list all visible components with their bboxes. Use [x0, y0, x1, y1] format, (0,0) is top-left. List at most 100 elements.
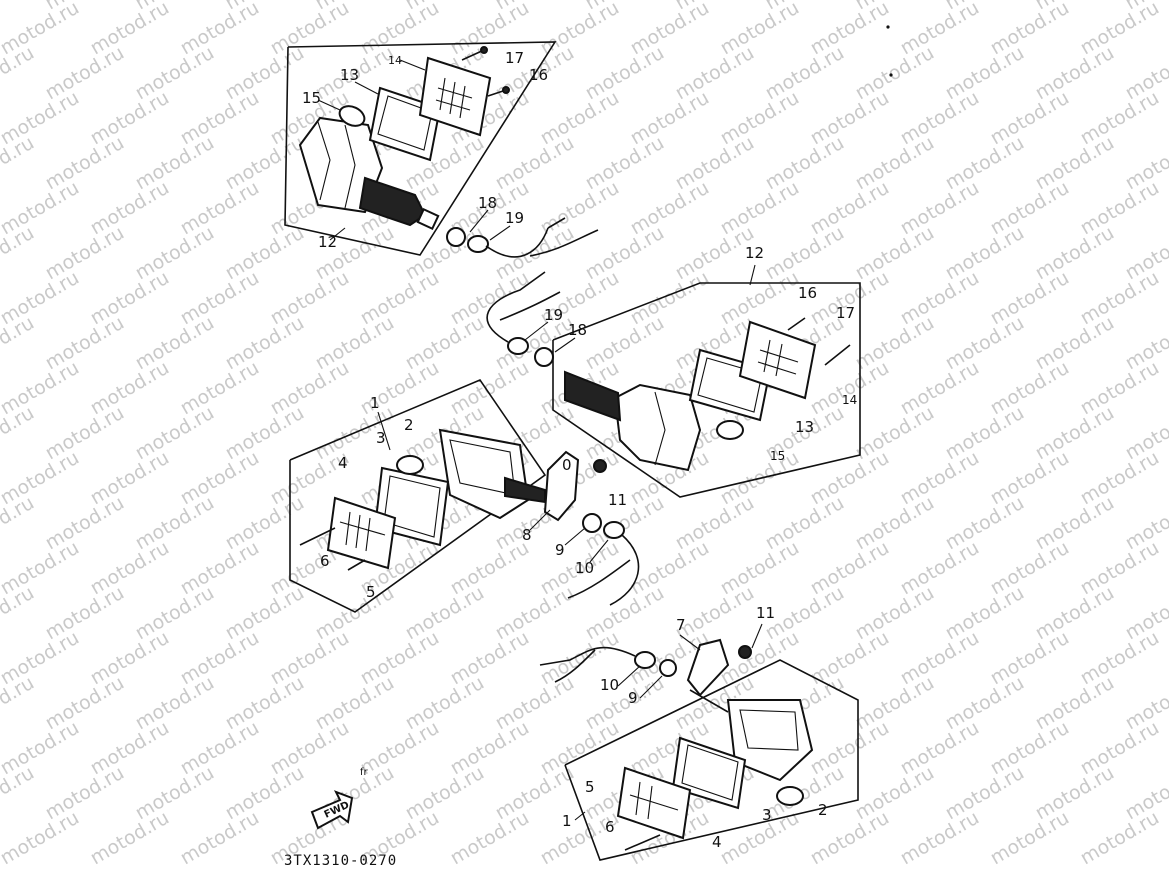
callout-rear-right-16: 16 — [798, 284, 817, 302]
watermark-text: motod.ru — [672, 42, 758, 105]
bolt — [593, 459, 607, 473]
watermark-text: motod.ru — [492, 132, 578, 195]
callout-front-left-11: 11 — [608, 491, 627, 509]
watermark-text: motod.ru — [357, 717, 443, 780]
callout-rear-left-17: 17 — [505, 49, 524, 67]
callout-front-right-5: 5 — [585, 778, 595, 796]
watermark-text: motod.ru — [132, 402, 218, 465]
watermark-text: motod.ru — [87, 177, 173, 240]
watermark-text: motod.ru — [987, 0, 1073, 59]
bulb — [396, 455, 424, 475]
callout-front-left-0: 0 — [562, 456, 572, 474]
watermark-text: motod.ru — [897, 177, 983, 240]
watermark-text: motod.ru — [42, 762, 128, 825]
grommet — [507, 337, 529, 355]
grommet — [634, 651, 656, 669]
watermark-text: motod.ru — [447, 267, 533, 330]
callout-rear-left-13: 13 — [340, 66, 359, 84]
watermark-text: motod.ru — [42, 492, 128, 555]
nut — [659, 659, 677, 677]
screw-6 — [624, 834, 661, 851]
watermark-text: motod.ru — [177, 267, 263, 330]
watermark-text: motod.ru — [807, 177, 893, 240]
watermark-text: motod.ru — [1032, 132, 1118, 195]
stray-dot — [889, 73, 893, 77]
watermark-text: motod.ru — [672, 492, 758, 555]
callout-rear-right-12: 12 — [745, 244, 764, 262]
axle — [689, 689, 729, 713]
watermark-text: motod.ru — [942, 42, 1028, 105]
watermark-text: motod.ru — [942, 582, 1028, 645]
watermark-text: motod.ru — [627, 87, 713, 150]
callout-rear-right-18: 18 — [568, 321, 587, 339]
watermark-text: motod.ru — [852, 312, 938, 375]
stem — [564, 370, 622, 422]
watermark-text: motod.ru — [942, 672, 1028, 735]
watermark-text: motod.ru — [807, 447, 893, 510]
watermark-text: motod.ru — [87, 357, 173, 420]
watermark-text: motod.ru — [852, 582, 938, 645]
assembly-front-left — [289, 379, 640, 613]
watermark-text: motod.ru — [582, 582, 668, 645]
watermark-text: motod.ru — [312, 222, 398, 285]
watermark-text: motod.ru — [807, 357, 893, 420]
watermark-text: motod.ru — [267, 0, 353, 59]
watermark-text: motod.ru — [42, 582, 128, 645]
watermark-text: motod.ru — [987, 627, 1073, 690]
lens-housing — [613, 383, 702, 472]
lens-housing — [726, 699, 814, 782]
watermark-text: motod.ru — [897, 807, 983, 870]
watermark-text: motod.ru — [537, 87, 623, 150]
watermark-text: motod.ru — [42, 402, 128, 465]
watermark-text: motod.ru — [1032, 672, 1118, 735]
watermark-text: motod.ru — [132, 582, 218, 645]
watermark-text: motod.ru — [537, 717, 623, 780]
wire — [486, 271, 561, 343]
watermark-text: motod.ru — [402, 762, 488, 825]
watermark-text: motod.ru — [87, 807, 173, 870]
screw-5 — [347, 559, 366, 571]
callout-front-left-9: 9 — [555, 541, 565, 559]
watermark-text: motod.ru — [987, 537, 1073, 600]
lens-grid — [757, 339, 799, 377]
watermark-text: motod.ru — [897, 87, 983, 150]
stem-collar — [416, 207, 440, 231]
watermark-text: motod.ru — [87, 537, 173, 600]
watermark-text: motod.ru — [402, 582, 488, 645]
outline-frame — [552, 282, 861, 498]
watermark-text: motod.ru — [222, 672, 308, 735]
watermark-text: motod.ru — [987, 447, 1073, 510]
watermark-text: motod.ru — [132, 672, 218, 735]
watermark-text: motod.ru — [537, 177, 623, 240]
callout-front-left-1: 1 — [370, 394, 380, 412]
bracket — [686, 638, 730, 697]
callout-front-right-10: 10 — [600, 676, 619, 694]
screw-6 — [299, 527, 336, 546]
assembly-rear-right — [486, 271, 861, 498]
watermark-text: motod.ru — [42, 312, 128, 375]
watermark-text: motod.ru — [762, 132, 848, 195]
watermark-text: motod.ru — [987, 357, 1073, 420]
assembly-rear-left — [284, 41, 599, 258]
watermark-text: motod.ru — [852, 762, 938, 825]
watermark-text: motod.ru — [177, 807, 263, 870]
watermark-text: motod.ru — [987, 717, 1073, 780]
watermark-text: motod.ru — [447, 537, 533, 600]
watermark-text: motod.ru — [447, 717, 533, 780]
callout-front-left-8: 8 — [522, 526, 532, 544]
stray-dot — [886, 25, 890, 29]
watermark-text: motod.ru — [852, 402, 938, 465]
watermark-text: motod.ru — [177, 627, 263, 690]
watermark-text: motod.ru — [1032, 402, 1118, 465]
watermark-text: motod.ru — [1032, 222, 1118, 285]
grommet — [603, 521, 625, 539]
callout-labels: 12 13 14 15 16 17 18 19 12 13 14 15 16 1… — [302, 49, 857, 851]
callout-front-left-3: 3 — [376, 429, 386, 447]
watermark-text: motod.ru — [222, 762, 308, 825]
callout-front-left-5: 5 — [366, 583, 376, 601]
watermark-text: motod.ru — [942, 762, 1028, 825]
watermark-text: motod.ru — [582, 672, 668, 735]
wire — [567, 534, 640, 606]
watermark-text: motod.ru — [1077, 267, 1163, 330]
